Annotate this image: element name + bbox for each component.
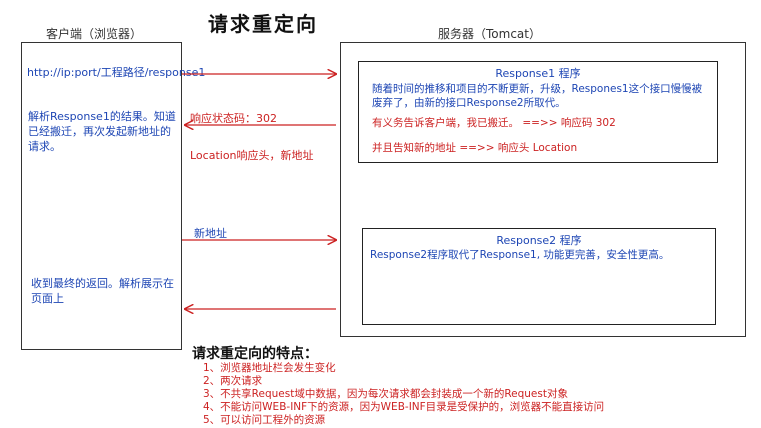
client-parse-text: 解析Response1的结果。知道已经搬迁，再次发起新地址的请求。 (28, 110, 176, 153)
feature-item-3: 3、不共享Request域中数据，因为每次请求都会封装成一个新的Request对… (203, 388, 568, 400)
client-box (21, 42, 182, 350)
server-label: 服务器（Tomcat） (438, 27, 541, 41)
response1-line2: 并且告知新的地址 ==>> 响应头 Location (372, 142, 578, 154)
client-final-text: 收到最终的返回。解析展示在页面上 (31, 277, 174, 305)
response2-title: Response2 程序 (496, 234, 582, 247)
feature-item-1: 1、浏览器地址栏会发生变化 (203, 362, 336, 374)
status-code-label: 响应状态码：302 (190, 112, 277, 125)
response1-line1: 有义务告诉客户端，我已搬迁。 ==>> 响应码 302 (372, 117, 616, 129)
feature-item-5: 5、可以访问工程外的资源 (203, 414, 326, 426)
features-title: 请求重定向的特点： (192, 346, 318, 362)
new-address-label: 新地址 (194, 227, 227, 240)
server-box (340, 42, 746, 337)
diagram-title: 请求重定向 (208, 12, 318, 36)
feature-item-4: 4、不能访问WEB-INF下的资源，因为WEB-INF目录是受保护的，浏览器不能… (203, 401, 605, 413)
location-label: Location响应头，新地址 (190, 149, 314, 162)
feature-item-2: 2、两次请求 (203, 375, 263, 387)
features-list: 1、浏览器地址栏会发生变化 2、两次请求 3、不共享Request域中数据，因为… (203, 362, 604, 427)
response1-desc: 随着时间的推移和项目的不断更新，升级，Respones1这个接口慢慢被废弃了，由… (372, 83, 703, 109)
response1-title: Response1 程序 (495, 67, 581, 80)
response2-box: Response2 程序 Response2程序取代了Response1, 功能… (362, 228, 716, 325)
request-url: http://ip:port/工程路径/response1 (27, 66, 206, 79)
response1-box: Response1 程序 随着时间的推移和项目的不断更新，升级，Respones… (358, 61, 718, 163)
response2-desc: Response2程序取代了Response1, 功能更完善，安全性更高。 (370, 249, 670, 261)
client-label: 客户端（浏览器） (46, 27, 143, 41)
